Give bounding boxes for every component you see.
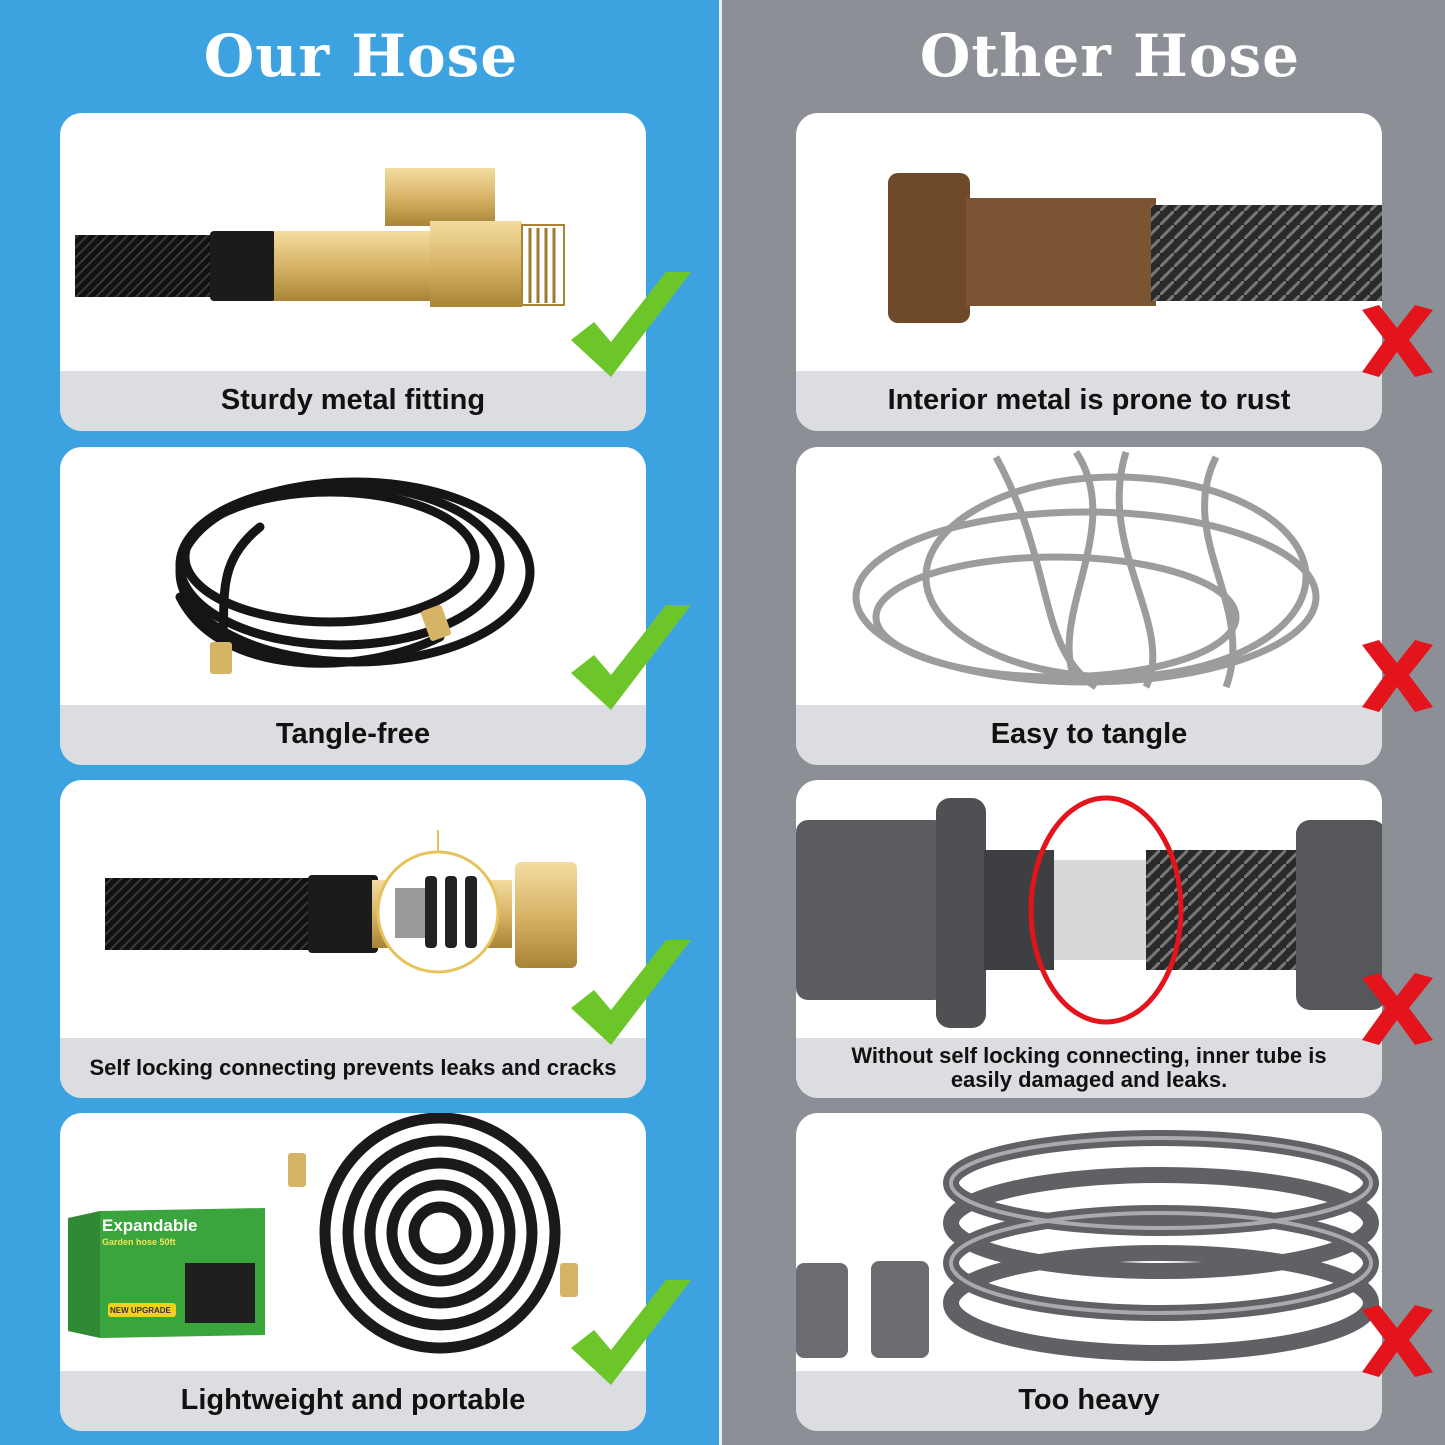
cross-icon: [1362, 640, 1433, 712]
check-icon: [571, 605, 691, 710]
our-card-lightweight: Expandable Garden hose 50ft NEW UPGRADE …: [60, 1113, 646, 1431]
our-caption-1: Sturdy metal fitting: [60, 371, 646, 431]
damaged-tube-image: [796, 795, 1382, 1028]
our-caption-3: Self locking connecting prevents leaks a…: [60, 1038, 646, 1098]
other-card-tangle: Easy to tangle: [796, 447, 1382, 765]
our-caption-4: Lightweight and portable: [60, 1371, 646, 1431]
package-subtitle: Garden hose 50ft: [102, 1237, 176, 1247]
coiled-hose-image: [175, 477, 535, 674]
brass-fitting-image: [75, 168, 565, 307]
other-caption-4: Too heavy: [796, 1371, 1382, 1431]
rusty-fitting-image: [888, 173, 1382, 323]
other-caption-2: Easy to tangle: [796, 705, 1382, 765]
cross-icon: [1362, 1305, 1433, 1377]
other-caption-3: Without self locking connecting, inner t…: [796, 1038, 1382, 1098]
check-icon: [571, 1280, 691, 1385]
our-card-locking: Self locking connecting prevents leaks a…: [60, 780, 646, 1098]
our-caption-2: Tangle-free: [60, 705, 646, 765]
our-card-fitting: Sturdy metal fitting: [60, 113, 646, 431]
other-card-heavy: Too heavy: [796, 1113, 1382, 1431]
check-icon: [571, 940, 691, 1045]
our-card-tangle: Tangle-free: [60, 447, 646, 765]
package-badge: NEW UPGRADE: [110, 1306, 171, 1315]
locking-connector-image: [105, 830, 577, 974]
tangled-hose-image: [852, 450, 1320, 690]
package-brand: Expandable: [102, 1216, 198, 1235]
other-card-rust: Interior metal is prone to rust: [796, 113, 1382, 431]
other-caption-1: Interior metal is prone to rust: [796, 371, 1382, 431]
our-hose-column: Our Hose: [0, 0, 722, 1445]
our-hose-title: Our Hose: [203, 22, 519, 90]
cross-icon: [1362, 973, 1433, 1045]
product-box: [68, 1208, 265, 1338]
cross-icon: [1362, 305, 1433, 377]
heavy-hose-image: [796, 1130, 1379, 1361]
other-hose-column: Other Hose Interior metal is prone to ru…: [722, 0, 1445, 1445]
packaged-hose-image: [68, 1113, 578, 1354]
check-icon: [571, 272, 691, 377]
other-hose-title: Other Hose: [919, 22, 1301, 90]
other-card-damaged: Without self locking connecting, inner t…: [796, 780, 1382, 1098]
